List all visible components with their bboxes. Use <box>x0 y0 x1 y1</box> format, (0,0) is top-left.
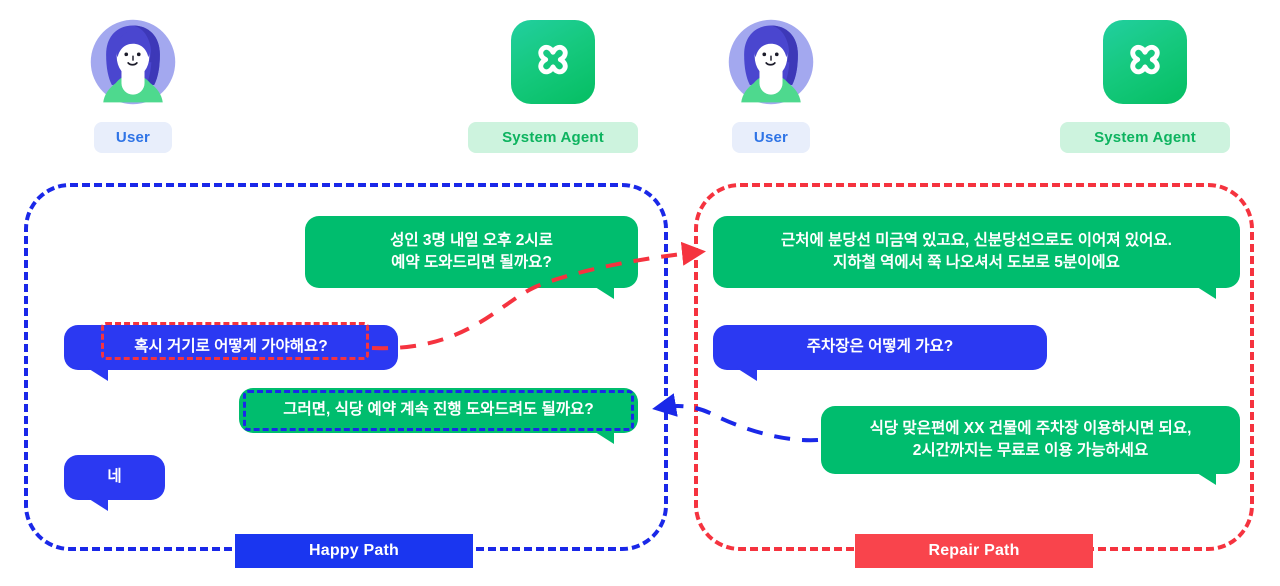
message-bubble-repair-agent-2: 식당 맞은편에 XX 건물에 주차장 이용하시면 되요, 2시간까지는 무료로 … <box>821 406 1240 485</box>
message-line: 네 <box>107 468 122 486</box>
agent-logo-icon <box>1097 14 1193 110</box>
actor-user-right: User <box>681 14 861 153</box>
message-line: 2시간까지는 무료로 이용 가능하세요 <box>912 442 1149 459</box>
message-line: 주차장은 어떻게 가요? <box>806 338 954 356</box>
message-bubble-repair-agent-1: 근처에 분당선 미금역 있고요, 신분당선으로도 이어져 있어요. 지하철 역에… <box>713 216 1240 299</box>
message-line: 지하철 역에서 쭉 나오셔서 도보로 5분이에요 <box>833 254 1120 271</box>
actor-user-left: User <box>43 14 223 153</box>
message-bubble-user-1: 혹시 거기로 어떻게 가야해요? <box>64 325 398 381</box>
actor-label-user-left: User <box>93 122 173 153</box>
user-avatar-icon <box>85 14 181 110</box>
actor-label-agent-left: System Agent <box>468 122 638 153</box>
agent-logo-icon <box>505 14 601 110</box>
happy-path-label: Happy Path <box>235 534 473 568</box>
message-line: 근처에 분당선 미금역 있고요, 신분당선으로도 이어져 있어요. <box>781 231 1172 249</box>
message-line: 성인 3명 내일 오후 2시로 <box>390 231 553 249</box>
message-line: 혹시 거기로 어떻게 가야해요? <box>134 338 328 356</box>
actor-label-agent-right: System Agent <box>1060 122 1230 153</box>
message-line: 그러면, 식당 예약 계속 진행 도와드려도 될까요? <box>283 401 594 419</box>
message-bubble-agent-1: 성인 3명 내일 오후 2시로 예약 도와드리면 될까요? <box>305 216 638 299</box>
message-bubble-repair-user-1: 주차장은 어떻게 가요? <box>713 325 1047 381</box>
message-bubble-user-2: 네 <box>64 455 165 511</box>
actor-agent-right: System Agent <box>1055 14 1235 153</box>
repair-path-label: Repair Path <box>855 534 1093 568</box>
message-bubble-agent-2: 그러면, 식당 예약 계속 진행 도와드려도 될까요? <box>239 388 638 444</box>
actor-label-user-right: User <box>731 122 811 153</box>
user-avatar-icon <box>723 14 819 110</box>
message-line: 식당 맞은편에 XX 건물에 주차장 이용하시면 되요, <box>869 419 1192 437</box>
message-line: 예약 도와드리면 될까요? <box>391 254 552 271</box>
actor-agent-left: System Agent <box>463 14 643 153</box>
